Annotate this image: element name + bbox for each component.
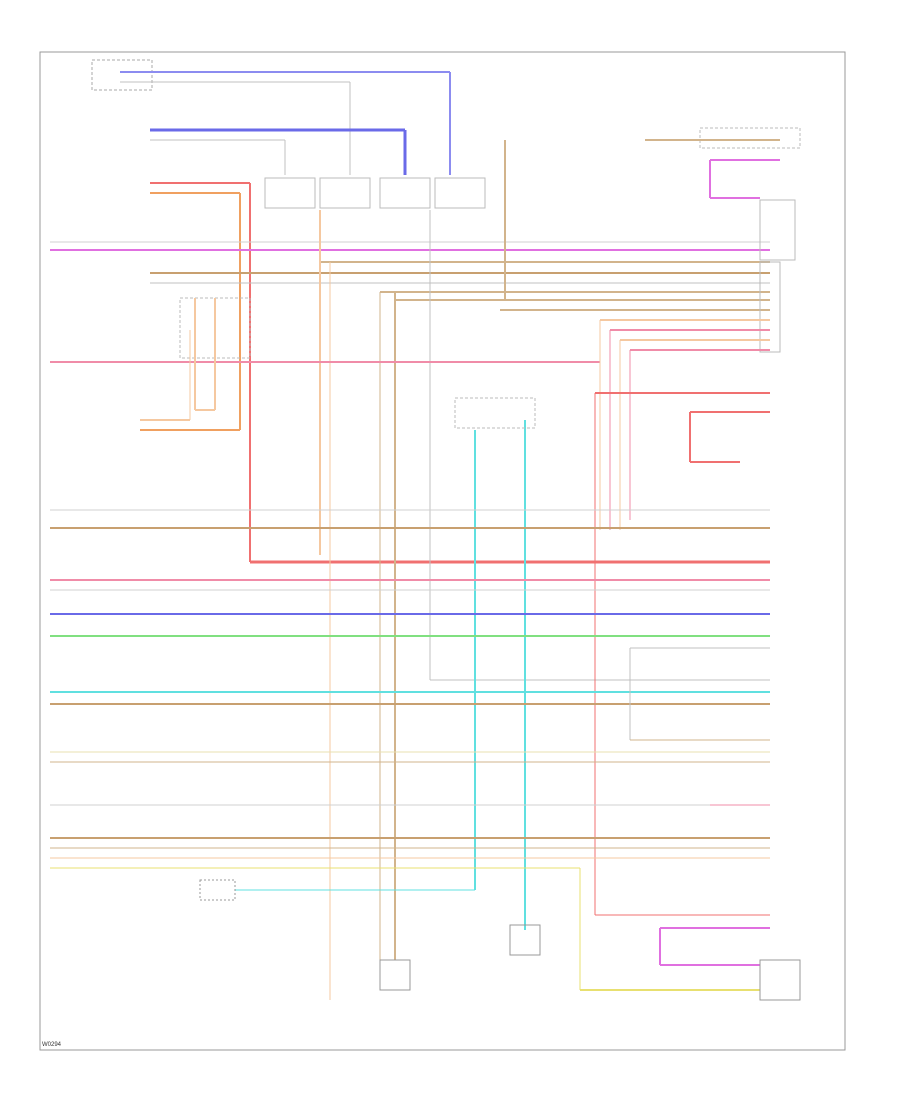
page-code: W0294 [42,1042,62,1048]
right-connectors [599,199,796,530]
diagram-frame [39,51,846,1051]
brown-bundle [150,261,770,311]
connector-top-left [91,59,451,175]
lower-right-components [629,647,801,1001]
connector-2 [150,128,407,175]
connector-top-right [645,127,801,199]
system-boxes [264,177,486,209]
switch-box [454,397,536,429]
bottom-components [199,879,541,991]
relay-block [140,297,251,421]
